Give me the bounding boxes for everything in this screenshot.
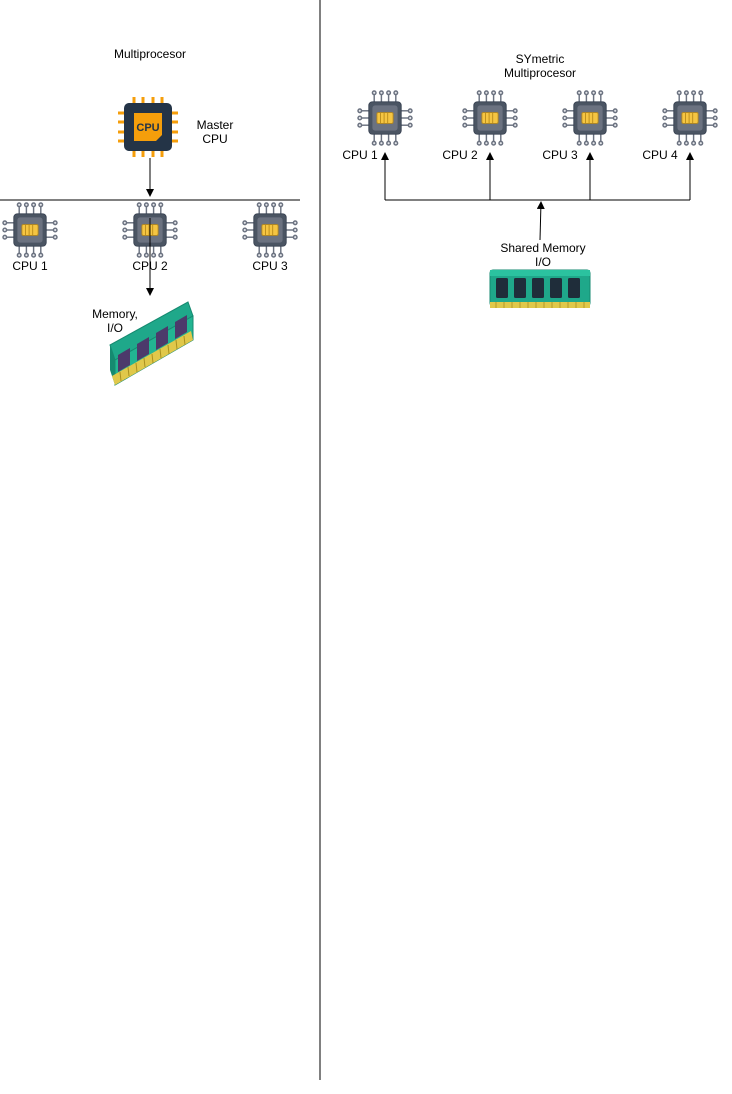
right-memory-label-line2: I/O [534,255,552,269]
right-title-line2: Multiprocesor [503,66,577,80]
right-cpu2-icon [462,90,518,146]
right-cpu1-label: CPU 1 [342,148,378,162]
right-title-line1: SYmetric [515,52,565,66]
right-cpu3-label: CPU 3 [542,148,578,162]
left-cpu1-icon [2,202,58,258]
master-cpu-icon: CPU [118,97,178,157]
memory-to-bus-arrow [536,201,545,241]
left-memory-label-line2: I/O [106,321,124,335]
left-memory-label-line1: Memory, [92,307,138,321]
right-cpu1-icon [357,90,413,146]
left-memory-ram-icon [109,301,194,386]
right-memory-ram-icon [489,269,591,309]
master-cpu-label-line2: CPU [202,132,228,146]
master-cpu-icon-text: CPU [136,122,159,134]
right-cpu4-icon [662,90,718,146]
right-memory-label-line1: Shared Memory [500,241,586,255]
right-cpu2-label: CPU 2 [442,148,478,162]
left-cpu3-icon [242,202,298,258]
right-cpu3-icon [562,90,618,146]
right-cpu4-label: CPU 4 [642,148,678,162]
left-cpu1-label: CPU 1 [12,259,48,273]
left-cpu3-label: CPU 3 [252,259,288,273]
left-cpu2-label: CPU 2 [132,259,168,273]
left-title: Multiprocesor [113,47,187,61]
master-cpu-label-line1: Master [196,118,234,132]
